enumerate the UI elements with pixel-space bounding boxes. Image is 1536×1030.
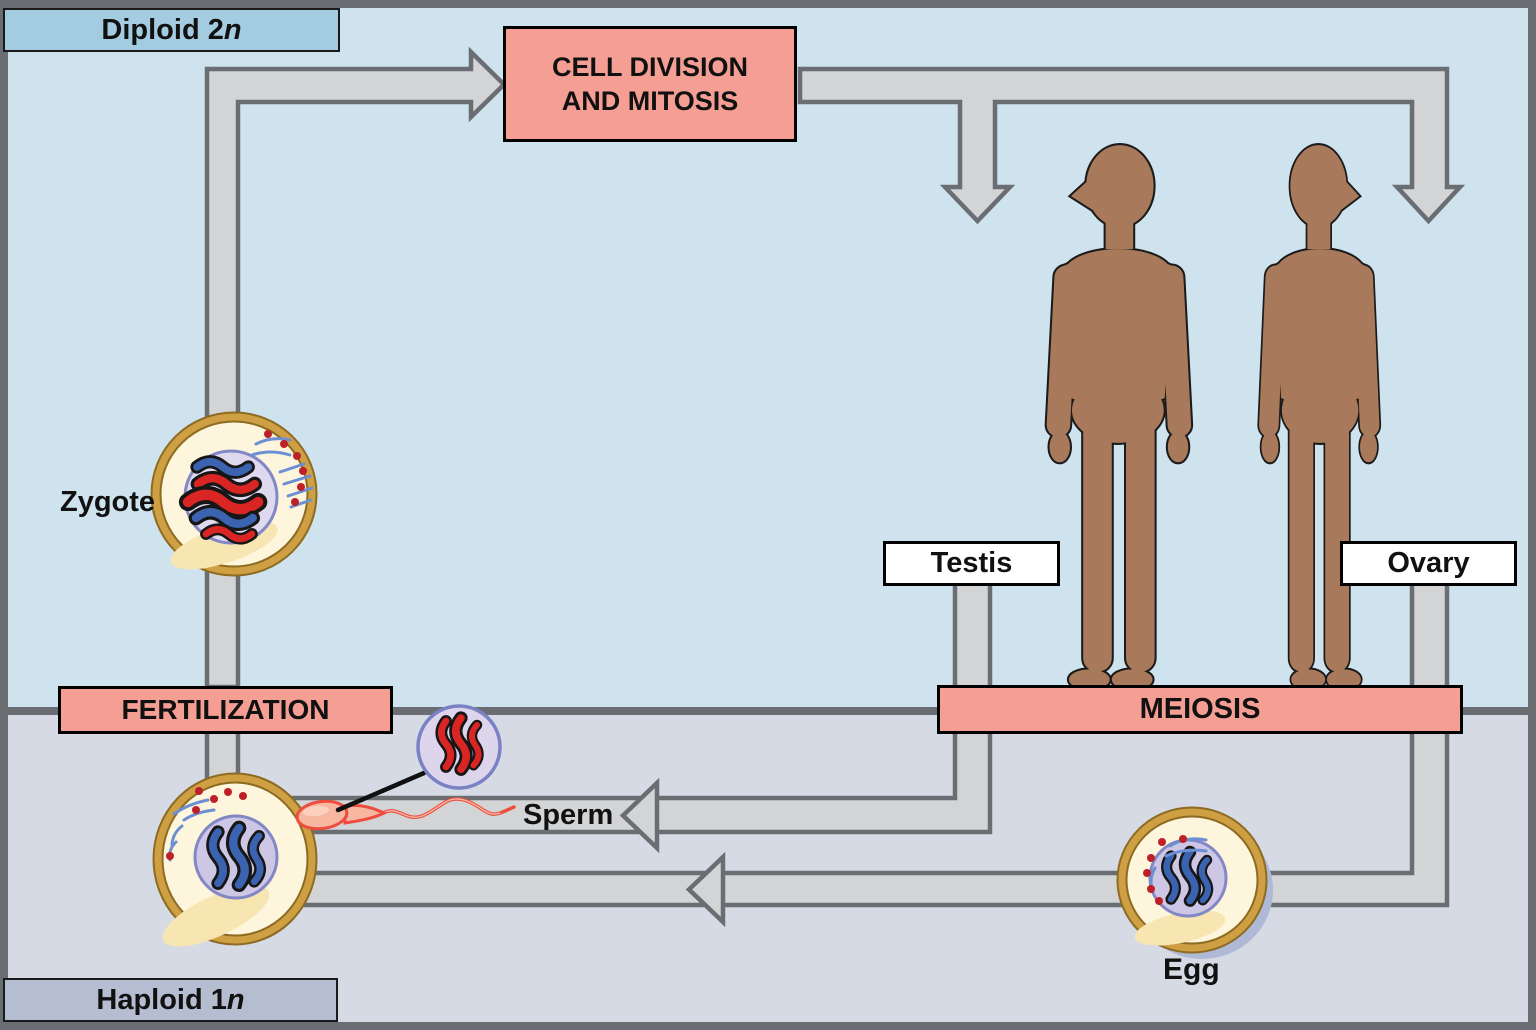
- phase-boundary-line: [8, 707, 1528, 715]
- diploid-n-symbol: n: [223, 13, 242, 46]
- meiosis-text: MEIOSIS: [1139, 693, 1261, 725]
- haploid-phase-text: Haploid 1: [96, 983, 227, 1016]
- testis-text: Testis: [930, 547, 1013, 579]
- sperm-cell: [295, 797, 516, 831]
- arrow-cell-division-to-adults: [797, 66, 1466, 225]
- fertilization-box: FERTILIZATION: [58, 686, 393, 734]
- zygote-label: Zygote: [60, 486, 156, 518]
- cell-division-line1: CELL DIVISION: [551, 52, 749, 82]
- sperm-arrowhead: [619, 777, 660, 854]
- arrow-zygote-to-cell-division: [204, 46, 508, 690]
- sperm-label: Sperm: [523, 799, 614, 831]
- haploid-n-symbol: n: [226, 983, 245, 1016]
- ovary-text: Ovary: [1387, 547, 1470, 579]
- sperm-chromosome-inset: [416, 704, 502, 790]
- diploid-phase-text: Diploid 2: [101, 13, 224, 46]
- ovary-label: Ovary: [1340, 541, 1517, 586]
- egg-cell: [1116, 806, 1273, 959]
- fertilized-egg-cell: [152, 772, 318, 947]
- fertilization-text: FERTILIZATION: [121, 694, 330, 725]
- cell-division-mitosis-box: CELL DIVISION AND MITOSIS: [503, 26, 797, 142]
- zygote-cell: [150, 411, 318, 577]
- egg-arrowhead: [685, 851, 726, 928]
- egg-label: Egg: [1163, 953, 1220, 986]
- sperm-inset-connector-line: [335, 770, 427, 813]
- cell-division-line2: AND MITOSIS: [561, 86, 739, 116]
- testis-label: Testis: [883, 541, 1060, 586]
- meiosis-box: MEIOSIS: [937, 685, 1463, 734]
